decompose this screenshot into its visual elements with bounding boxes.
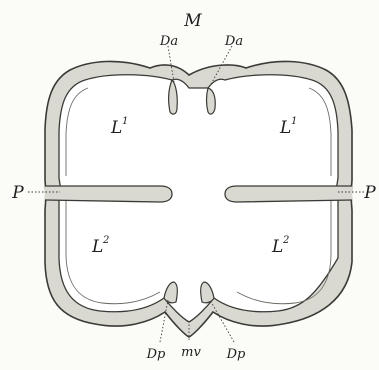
label-L1-left-letter: L [110, 118, 122, 138]
label-M: M [183, 11, 202, 31]
label-L2-right-letter: L [271, 237, 283, 257]
label-Da-right: Da [224, 34, 243, 49]
label-Dp-right: Dp [226, 347, 246, 362]
label-Dp-left: Dp [146, 347, 166, 362]
label-L2-left-letter: L [91, 237, 103, 257]
label-L1-right-letter: L [279, 118, 291, 138]
label-P-left: P [11, 183, 24, 203]
right-horizontal-partition [225, 186, 352, 202]
label-L1-right-sup: 1 [291, 116, 297, 127]
label-Da-left: Da [159, 34, 178, 49]
label-mv: mv [181, 345, 201, 360]
label-L1-left-sup: 1 [122, 116, 128, 127]
label-L2-right-sup: 2 [282, 235, 289, 246]
left-horizontal-partition [45, 186, 172, 202]
label-L2-left-sup: 2 [102, 235, 109, 246]
label-P-right: P [363, 183, 376, 203]
